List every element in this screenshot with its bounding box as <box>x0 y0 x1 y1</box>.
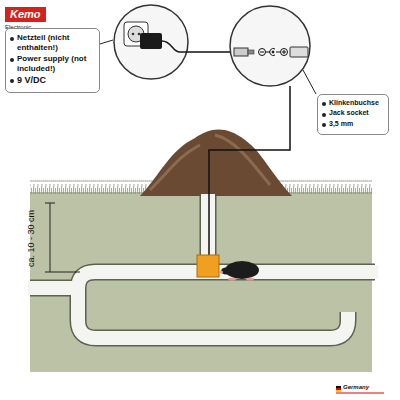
bullet-dot <box>10 58 14 62</box>
bullet-text: Jack socket <box>321 109 384 117</box>
bullet-text: Netzteil (nicht enthalten!) <box>9 33 95 52</box>
bullet-dot <box>322 102 326 106</box>
bullet-dot <box>322 123 326 127</box>
power-supply-circle <box>114 5 188 79</box>
device-cable <box>209 86 290 262</box>
bullet-text: 3,5 mm <box>321 120 384 128</box>
power-cable <box>188 51 236 53</box>
brand-logo: KemoElectronic <box>5 4 65 31</box>
info-box: Netzteil (nicht enthalten!) Power supply … <box>5 28 100 93</box>
bullet-dot <box>322 113 326 117</box>
molehill <box>140 130 292 196</box>
bullet-dot <box>10 37 14 41</box>
jack-circle <box>230 6 310 86</box>
leader-line <box>100 40 113 44</box>
info-box: KlinkenbuchseJack socket 3,5 mm <box>317 94 389 135</box>
bullet-text: Klinkenbuchse <box>321 99 384 107</box>
bullet-text: 9 V/DC <box>9 75 95 86</box>
jack-plug <box>234 48 254 56</box>
mole <box>219 261 259 281</box>
logo-text: Kemo <box>5 7 46 22</box>
origin-mark: Germany <box>343 384 369 390</box>
jack-socket <box>290 47 308 57</box>
depth-dimension <box>45 203 80 272</box>
leader-line <box>303 70 316 94</box>
polarity-symbol <box>259 49 288 56</box>
bullet-text: Power supply (not included!) <box>9 54 95 73</box>
depth-dimension-text: ca. 10 - 30 cm <box>28 209 37 266</box>
tunnel <box>28 194 378 338</box>
mole-repeller-device <box>197 255 219 277</box>
bullet-dot <box>10 79 14 83</box>
power-adapter <box>140 33 188 52</box>
